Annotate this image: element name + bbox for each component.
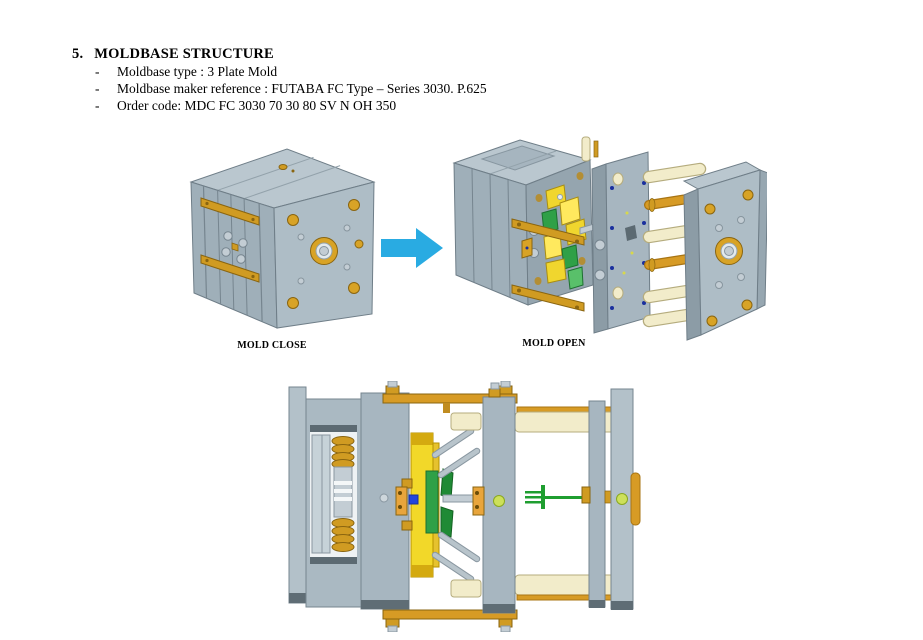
top-guide-pin [581, 136, 599, 162]
front-face-bolts [287, 199, 364, 309]
section-title: MOLDBASE STRUCTURE [94, 46, 274, 62]
runner-stripper-plate [591, 151, 651, 334]
arrow-right-icon [381, 226, 445, 270]
mold-open-side-cad-image [288, 381, 641, 632]
locating-ring [310, 237, 338, 265]
bullet-marker: - [95, 98, 100, 113]
bullet-item: - Moldbase maker reference : FUTABA FC T… [95, 80, 487, 97]
parting-lock-bars [511, 218, 585, 312]
runner-plate [581, 400, 612, 608]
bullet-item: - Order code: MDC FC 3030 70 30 80 SV N … [95, 97, 487, 114]
section-heading: 5. MOLDBASE STRUCTURE [72, 46, 274, 63]
mold-open-cad-image [452, 136, 767, 341]
section-number: 5. [72, 46, 84, 62]
bullet-marker: - [95, 64, 100, 79]
fixed-clamp-plate [682, 161, 767, 341]
bullet-marker: - [95, 81, 100, 96]
core-plate-stack [395, 432, 440, 578]
fixed-clamp-plate-side [610, 388, 641, 610]
figure-mold-close [181, 141, 381, 341]
figure-mold-open [442, 133, 767, 358]
molded-parts [440, 468, 454, 538]
mold-close-cad-image [189, 148, 376, 329]
rear-clamp-plate [288, 386, 307, 604]
bullet-item: - Moldbase type : 3 Plate Mold [95, 63, 487, 80]
side-bolts [221, 231, 248, 264]
runner-sprue [525, 485, 587, 509]
bullet-list: - Moldbase type : 3 Plate Mold - Moldbas… [95, 63, 487, 114]
figure-mold-open-side-view [283, 381, 645, 632]
mold-close-body [189, 148, 376, 329]
top-eyebolt-hole [278, 164, 295, 173]
stop-pillars [450, 412, 482, 598]
return-springs [331, 436, 355, 552]
stack-face-bolts [521, 226, 539, 259]
latch-lock-bars [200, 197, 260, 283]
angled-ejector-pins [431, 427, 481, 583]
bullet-text-order-code: Order code: MDC FC 3030 70 30 80 SV N OH… [117, 98, 397, 113]
mold-open-caption: MOLD OPEN [522, 338, 586, 349]
puller-bar-bottom [382, 609, 518, 632]
bullet-text-maker-reference: Moldbase maker reference : FUTABA FC Typ… [117, 81, 487, 96]
puller-bar-top [382, 381, 518, 413]
stripper-plate [442, 382, 516, 614]
bullet-text-moldbase-type: Moldbase type : 3 Plate Mold [117, 64, 278, 79]
mold-close-caption: MOLD CLOSE [237, 340, 307, 351]
